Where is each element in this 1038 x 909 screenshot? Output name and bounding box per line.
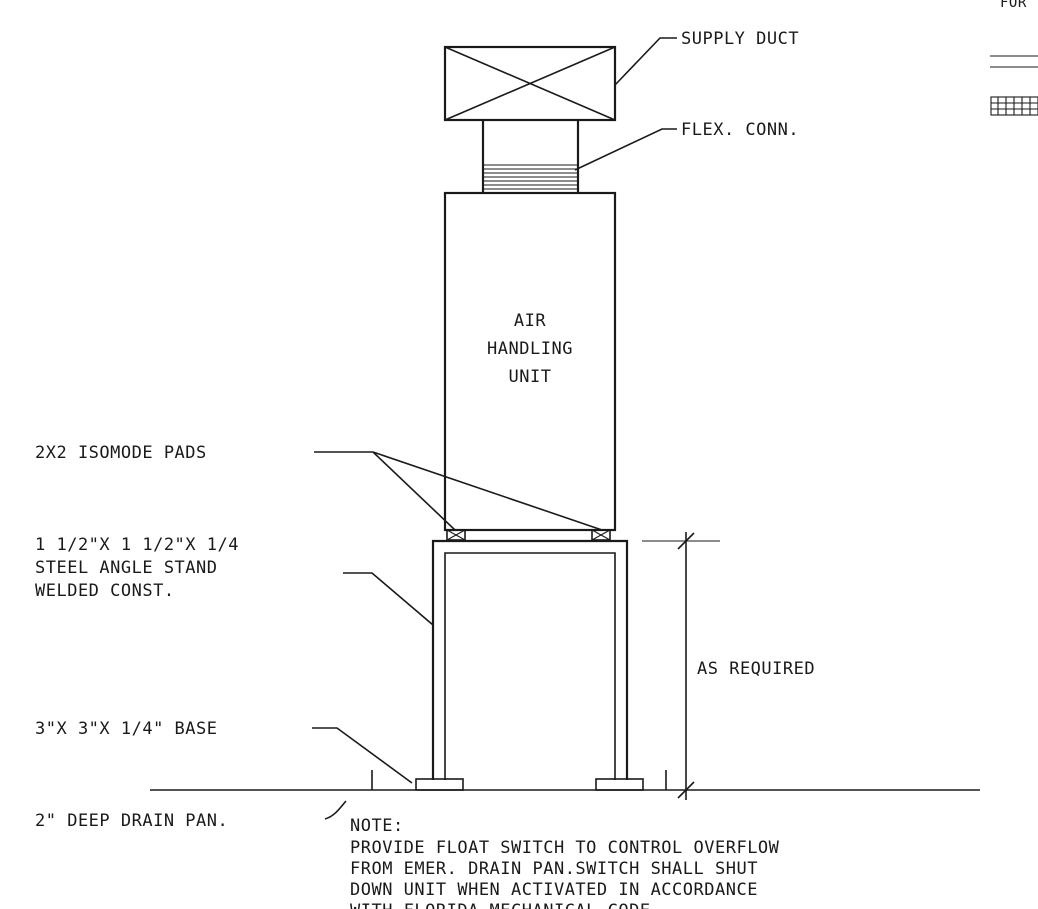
ahu-label-line3: UNIT <box>509 367 552 387</box>
note-line-3: DOWN UNIT WHEN ACTIVATED IN ACCORDANCE <box>350 880 758 900</box>
corner-text: FOR <box>1000 0 1027 11</box>
note-line-2: FROM EMER. DRAIN PAN.SWITCH SHALL SHUT <box>350 859 758 879</box>
flex-connection <box>481 120 580 193</box>
drain-pan <box>150 770 980 791</box>
isomode-pads <box>446 529 611 541</box>
ahu-label-line2: HANDLING <box>487 339 573 359</box>
supply-duct-label: SUPPLY DUCT <box>681 29 799 49</box>
legend-fragment <box>990 55 1038 116</box>
pads-label: 2X2 ISOMODE PADS <box>35 443 207 463</box>
air-handling-unit: AIR HANDLING UNIT <box>443 191 617 532</box>
stand-label-line1: 1 1/2"X 1 1/2"X 1/4 <box>35 535 239 555</box>
steel-angle-stand <box>431 539 629 780</box>
drain-pan-label: 2" DEEP DRAIN PAN. <box>35 811 228 831</box>
note-line-4: WITH FLORIDA MECHANICAL CODE. <box>350 901 661 909</box>
as-required-label: AS REQUIRED <box>697 659 815 679</box>
dimension-as-required: AS REQUIRED <box>642 532 815 800</box>
note-title: NOTE: <box>350 816 404 836</box>
base-label: 3"X 3"X 1/4" BASE <box>35 719 218 739</box>
supply-duct <box>443 45 617 122</box>
stand-label-line2: STEEL ANGLE STAND <box>35 558 218 578</box>
flex-conn-label: FLEX. CONN. <box>681 120 799 140</box>
stand-label-line3: WELDED CONST. <box>35 581 175 601</box>
base-plates <box>415 778 644 791</box>
note-block: NOTE: PROVIDE FLOAT SWITCH TO CONTROL OV… <box>350 816 780 909</box>
note-line-1: PROVIDE FLOAT SWITCH TO CONTROL OVERFLOW <box>350 838 780 858</box>
leader-lines <box>312 37 677 820</box>
ahu-label-line1: AIR <box>514 311 546 331</box>
